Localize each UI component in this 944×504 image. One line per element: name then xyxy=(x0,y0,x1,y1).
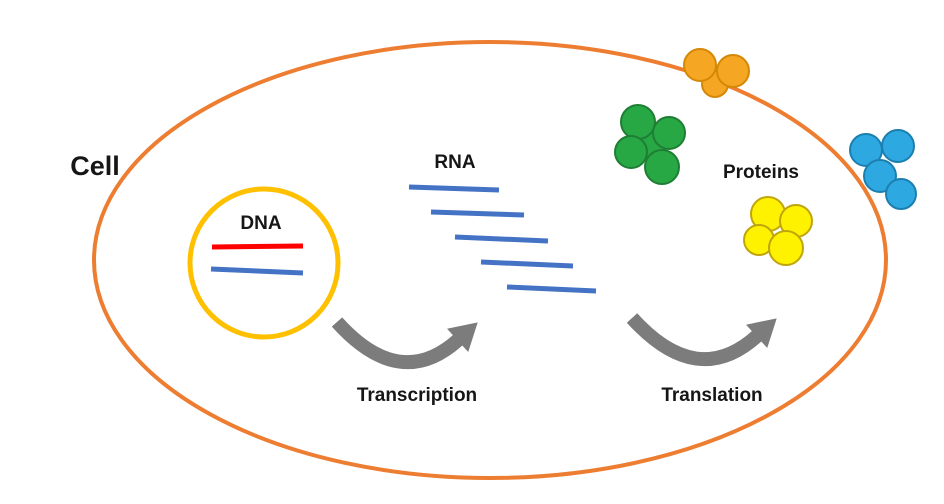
dna-strand-blue xyxy=(210,266,304,276)
translation-label: Translation xyxy=(661,385,762,406)
dna-strand-red xyxy=(211,243,304,250)
rna-label: RNA xyxy=(434,152,475,173)
nucleus: DNA xyxy=(187,186,341,340)
translation-arrow-arc xyxy=(626,313,762,367)
protein-ball xyxy=(863,159,897,193)
transcription-arrowhead-icon xyxy=(447,322,478,352)
nucleus-outline xyxy=(187,186,341,340)
transcription-arrow-arc xyxy=(331,317,463,370)
rna-strand xyxy=(430,209,525,218)
rna-strand xyxy=(506,284,597,294)
protein-ball xyxy=(614,135,648,169)
transcription-arrow xyxy=(331,317,478,370)
rna-strands: RNA xyxy=(408,152,597,294)
translation-arrow xyxy=(626,313,777,367)
protein-cluster-orange xyxy=(683,48,750,98)
cell-label: Cell xyxy=(70,151,120,181)
protein-ball xyxy=(768,230,804,266)
protein-cluster-green xyxy=(614,104,686,185)
protein-ball xyxy=(683,48,717,82)
protein-cluster-blue xyxy=(849,129,917,210)
dna-label: DNA xyxy=(240,213,281,234)
protein-ball xyxy=(885,178,917,210)
transcription-label: Transcription xyxy=(357,385,477,406)
cell-membrane-outline xyxy=(92,40,888,480)
protein-ball xyxy=(644,149,680,185)
rna-strand xyxy=(454,234,549,244)
translation-arrowhead-icon xyxy=(746,318,777,348)
protein-ball xyxy=(620,104,656,140)
protein-cluster-yellow xyxy=(743,196,813,266)
protein-ball xyxy=(881,129,915,163)
protein-ball xyxy=(716,54,750,88)
rna-strand xyxy=(408,184,500,193)
protein-ball xyxy=(652,116,686,150)
proteins-label: Proteins xyxy=(723,162,799,183)
rna-strand xyxy=(480,259,574,269)
